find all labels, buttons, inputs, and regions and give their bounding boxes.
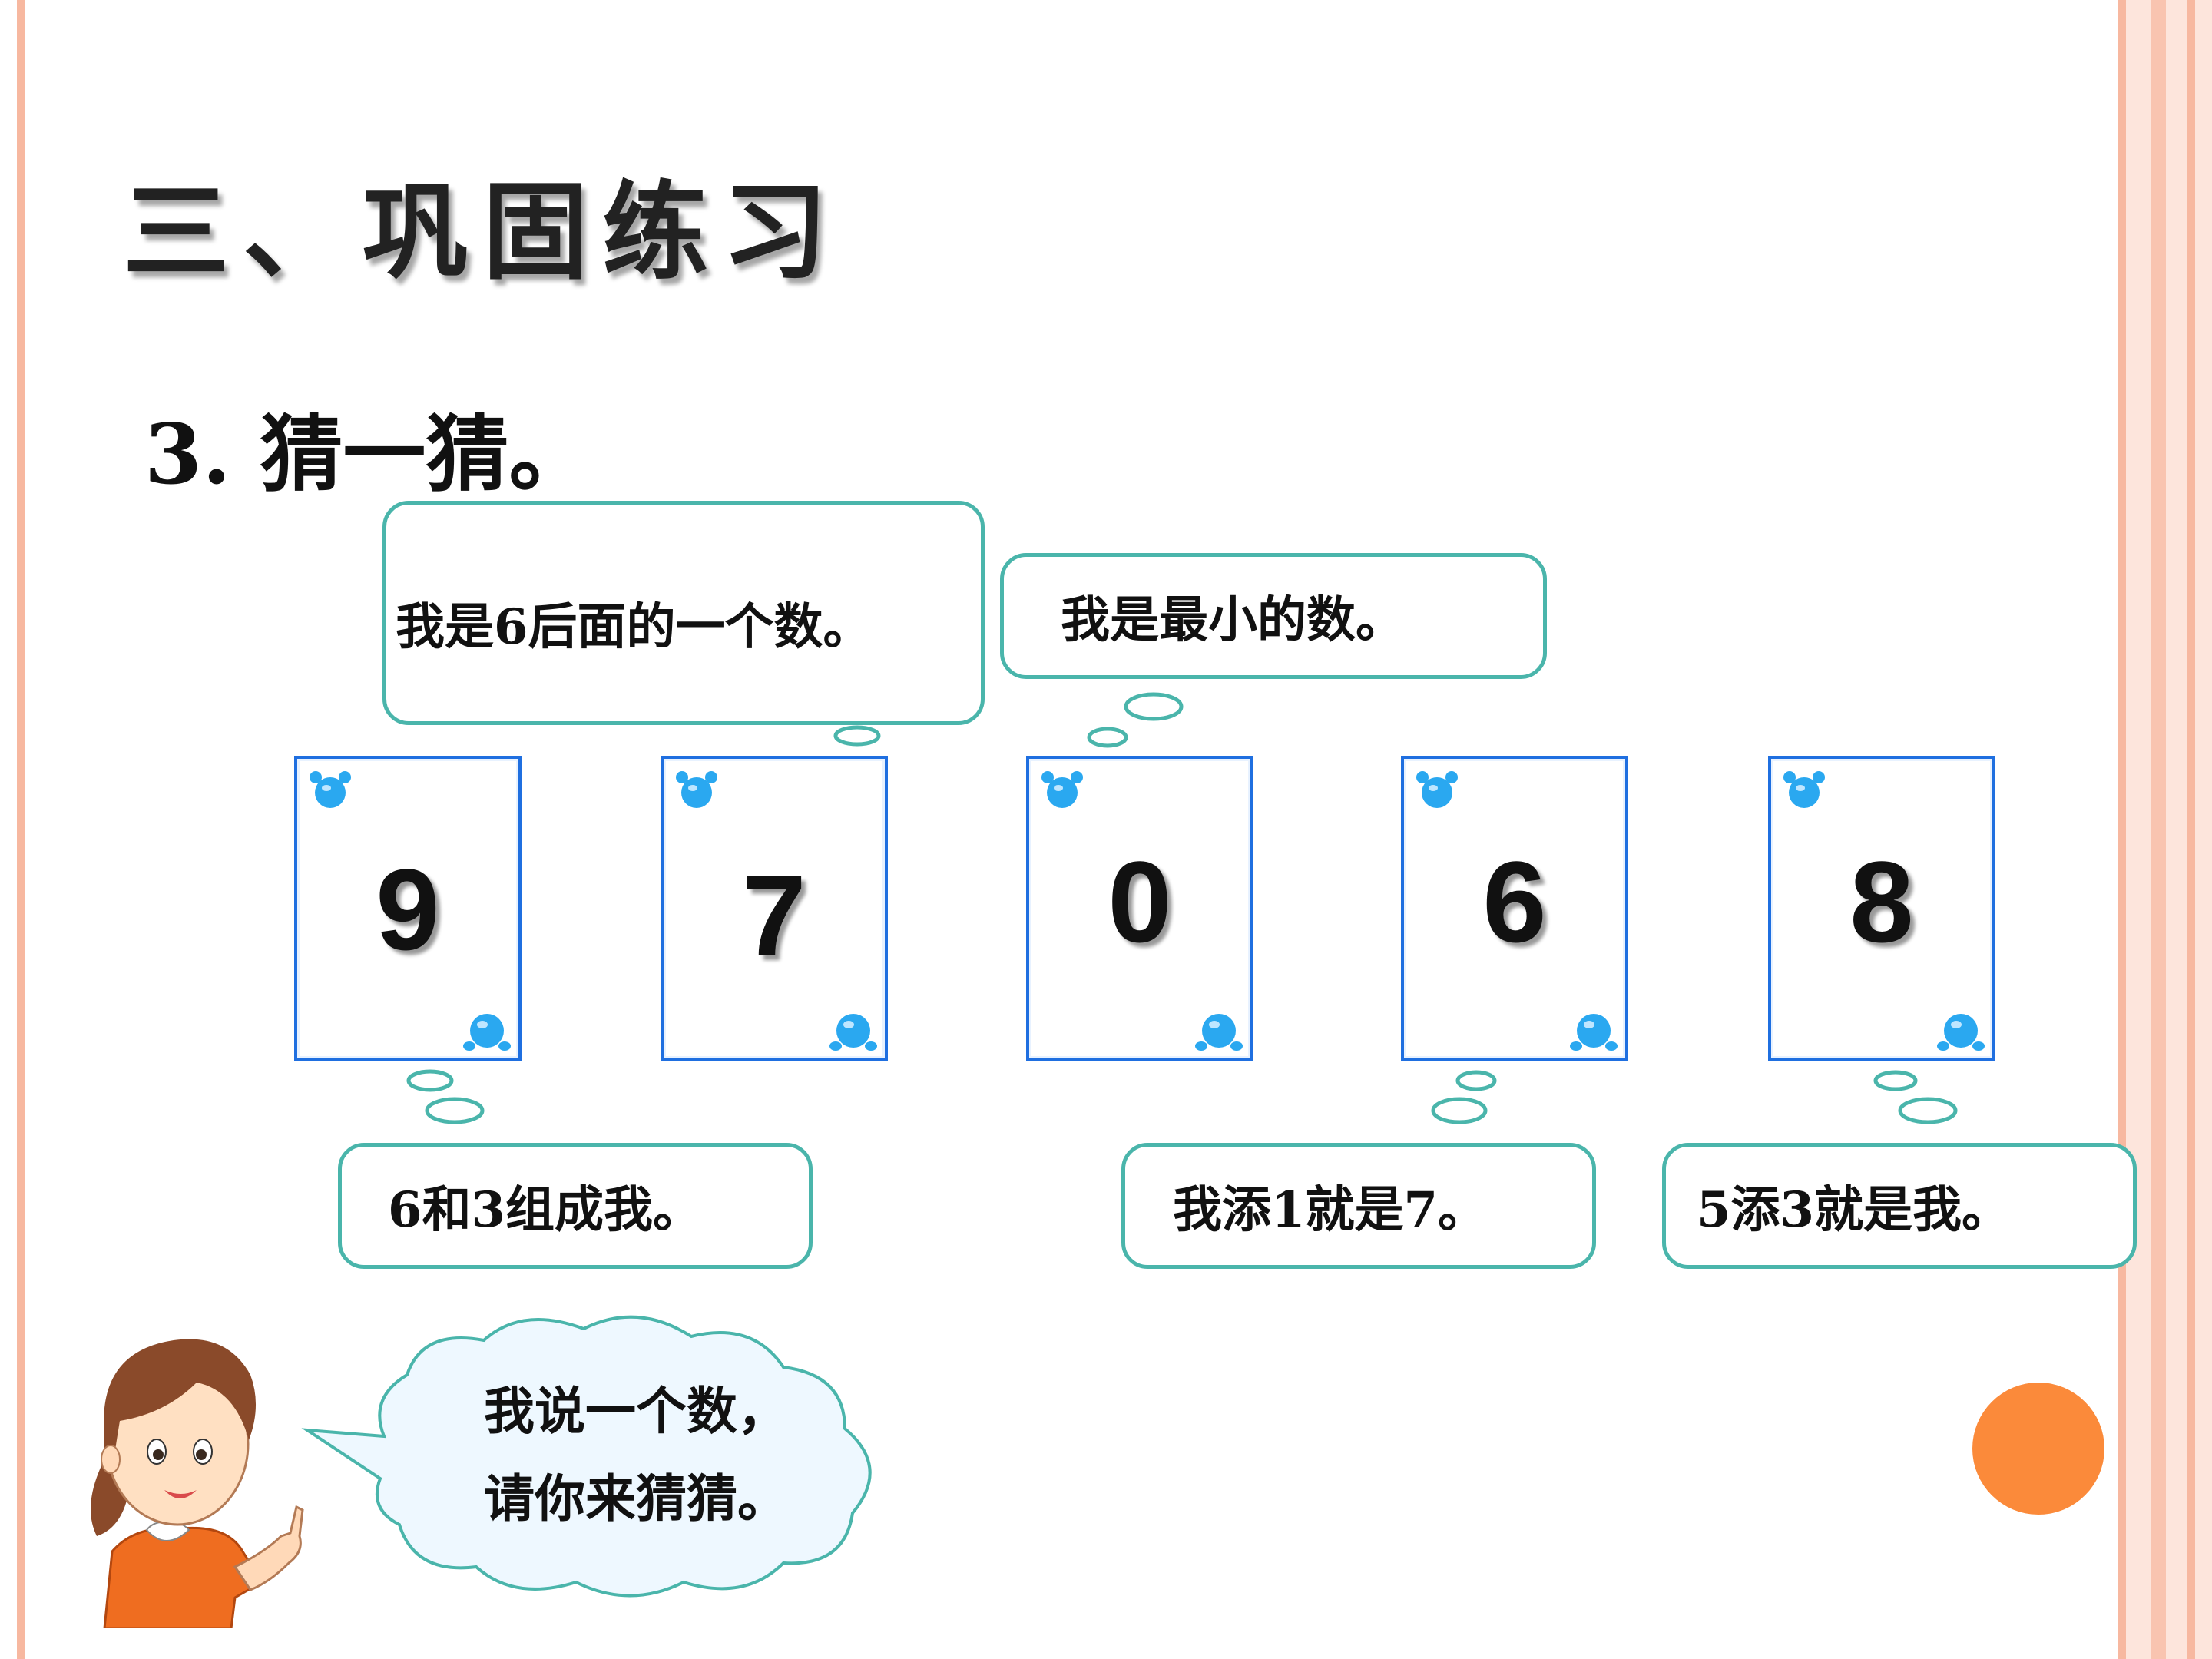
clue-text-4: 我添1就是7。 — [1173, 1181, 1488, 1239]
clue-text-3: 6和3组成我。 — [388, 1181, 703, 1239]
number-card-8[interactable]: 8 — [1768, 756, 1995, 1061]
blue-cat-icon — [463, 1014, 511, 1051]
number-card-6[interactable]: 6 — [1401, 756, 1628, 1061]
thought-dot — [833, 725, 881, 747]
blue-bear-icon — [1783, 771, 1825, 808]
page-title: 三、巩固练习 — [123, 169, 843, 294]
left-stripe — [17, 0, 25, 1659]
right-stripe-line-2 — [2151, 0, 2166, 1659]
blue-cat-icon — [1195, 1014, 1243, 1051]
card-number: 9 — [376, 845, 440, 974]
thought-dot — [1873, 1070, 1918, 1091]
blue-bear-icon — [1041, 771, 1083, 808]
thought-dot — [1898, 1097, 1958, 1124]
card-number: 0 — [1108, 837, 1172, 966]
thought-dot — [425, 1097, 485, 1124]
blue-cat-icon — [830, 1014, 877, 1051]
card-number: 8 — [1849, 837, 1914, 966]
clue-bubble-3: 6和3组成我。 — [338, 1143, 813, 1269]
exercise-heading: 3. 猜一猜。 — [144, 406, 592, 503]
girl-illustration — [91, 1339, 304, 1628]
thought-dot — [1087, 727, 1128, 748]
orange-circle — [1972, 1382, 2104, 1515]
clue-text-2: 我是最小的数。 — [1061, 591, 1405, 649]
thought-dot — [1124, 692, 1184, 721]
number-card-0[interactable]: 0 — [1026, 756, 1253, 1061]
number-card-7[interactable]: 7 — [661, 756, 888, 1061]
right-stripe-line-1 — [2118, 0, 2126, 1659]
blue-cat-icon — [1937, 1014, 1985, 1051]
clue-bubble-1: 我是6后面的一个数。 — [382, 501, 985, 725]
speech-line-2: 请你来猜猜。 — [484, 1469, 788, 1528]
thought-dot — [1431, 1097, 1488, 1124]
card-number: 7 — [742, 851, 806, 980]
thought-dot — [406, 1069, 454, 1092]
clue-bubble-5: 5添3就是我。 — [1662, 1143, 2137, 1269]
clue-text-1: 我是6后面的一个数。 — [396, 598, 873, 656]
card-number: 6 — [1482, 837, 1547, 966]
clue-text-5: 5添3就是我。 — [1697, 1181, 2012, 1239]
blue-bear-icon — [676, 771, 717, 808]
blue-bear-icon — [310, 771, 351, 808]
number-card-9[interactable]: 9 — [294, 756, 522, 1061]
thought-dot — [1455, 1070, 1497, 1091]
speech-line-1: 我说一个数， — [484, 1381, 788, 1441]
girl-speech-text: 我说一个数， 请你来猜猜。 — [484, 1367, 788, 1542]
speech-cloud — [301, 1315, 872, 1598]
blue-cat-icon — [1570, 1014, 1618, 1051]
blue-bear-icon — [1416, 771, 1458, 808]
clue-bubble-4: 我添1就是7。 — [1121, 1143, 1596, 1269]
clue-bubble-2: 我是最小的数。 — [1000, 553, 1547, 679]
right-stripe-line-3 — [2187, 0, 2195, 1659]
